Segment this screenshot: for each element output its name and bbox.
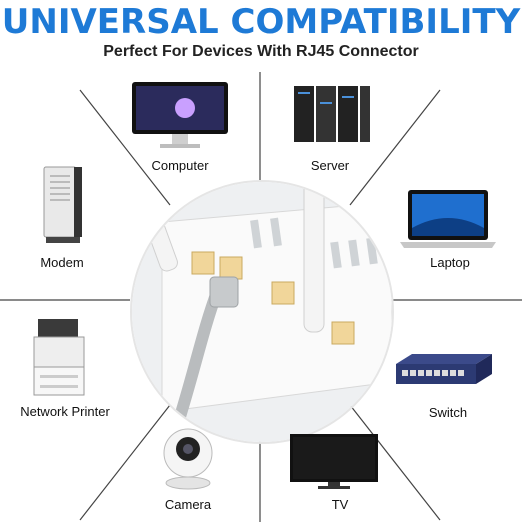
network-switch-icon	[392, 350, 496, 395]
device-label: Server	[310, 158, 350, 173]
device-label: Modem	[40, 255, 84, 270]
title: UNIVERSAL COMPATIBILITY	[1, 2, 521, 42]
device-label: Laptop	[430, 255, 470, 270]
tv-icon	[288, 432, 380, 495]
security-camera-icon	[158, 425, 218, 496]
device-label: Camera	[164, 497, 212, 512]
device-label: TV	[331, 497, 349, 512]
server-rack-icon	[292, 82, 372, 149]
computer-monitor-icon	[130, 80, 230, 155]
modem-icon	[40, 165, 86, 250]
router-cable-photo	[130, 180, 394, 444]
device-label: Computer	[151, 158, 209, 173]
subtitle: Perfect For Devices With RJ45 Connector	[103, 43, 419, 60]
device-label: Network Printer	[20, 404, 110, 419]
device-label: Switch	[428, 405, 468, 420]
laptop-icon	[398, 188, 498, 257]
printer-icon	[30, 315, 90, 404]
